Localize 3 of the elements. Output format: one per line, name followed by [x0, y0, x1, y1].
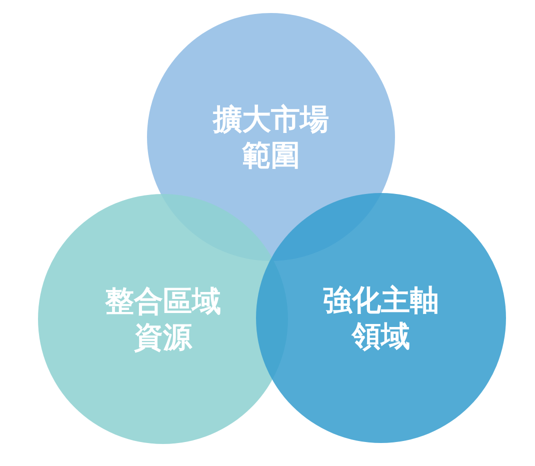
circle-label: 強化主軸領域	[322, 282, 440, 354]
circle-label: 擴大市場範圍	[211, 101, 330, 173]
circle-label: 整合區域資源	[104, 283, 222, 355]
